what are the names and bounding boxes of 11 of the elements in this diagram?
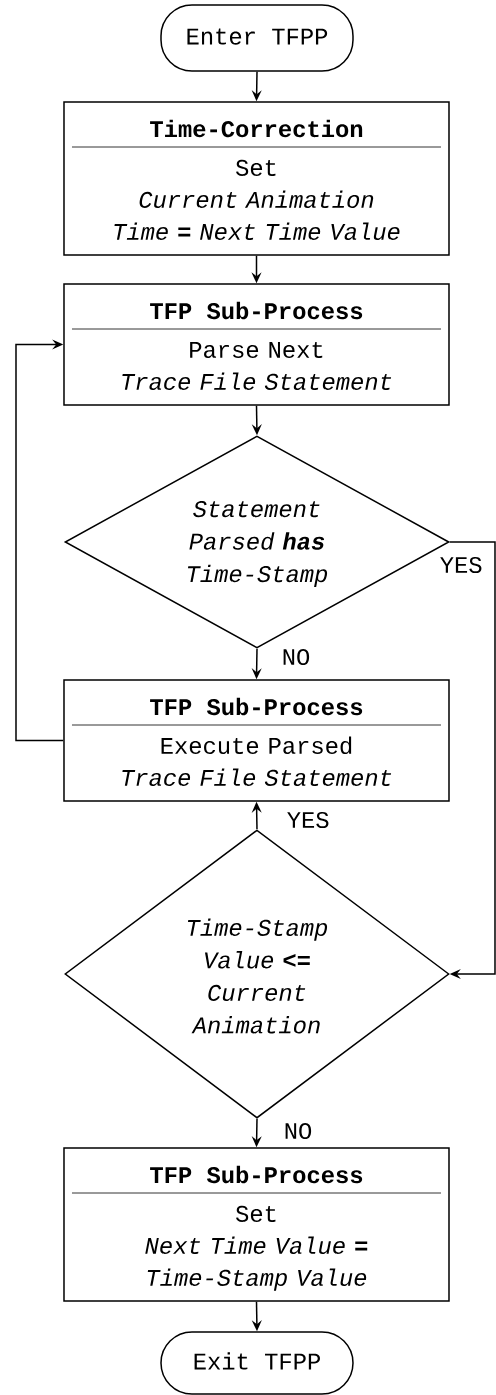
arrow [449,541,496,980]
process-box: Time-Correction Set Current Animation Time = Next Time Value [63,101,450,256]
terminal-box: Exit TFPP [160,1331,354,1395]
process-box: TFP Sub-Process Set Next Time Value = Time-Stamp Value [63,1147,450,1302]
process-box: TFP Sub-Process Parse Next Trace File Statement [63,283,450,406]
process-box: TFP Sub-Process Execute Parsed Trace File Statement [63,679,450,802]
edge-label: NO [282,1121,314,1141]
arrow [15,339,64,742]
terminal-box: Enter TFPP [160,4,354,72]
edge-label: NO [280,647,312,667]
edge-label: YES [285,810,331,830]
